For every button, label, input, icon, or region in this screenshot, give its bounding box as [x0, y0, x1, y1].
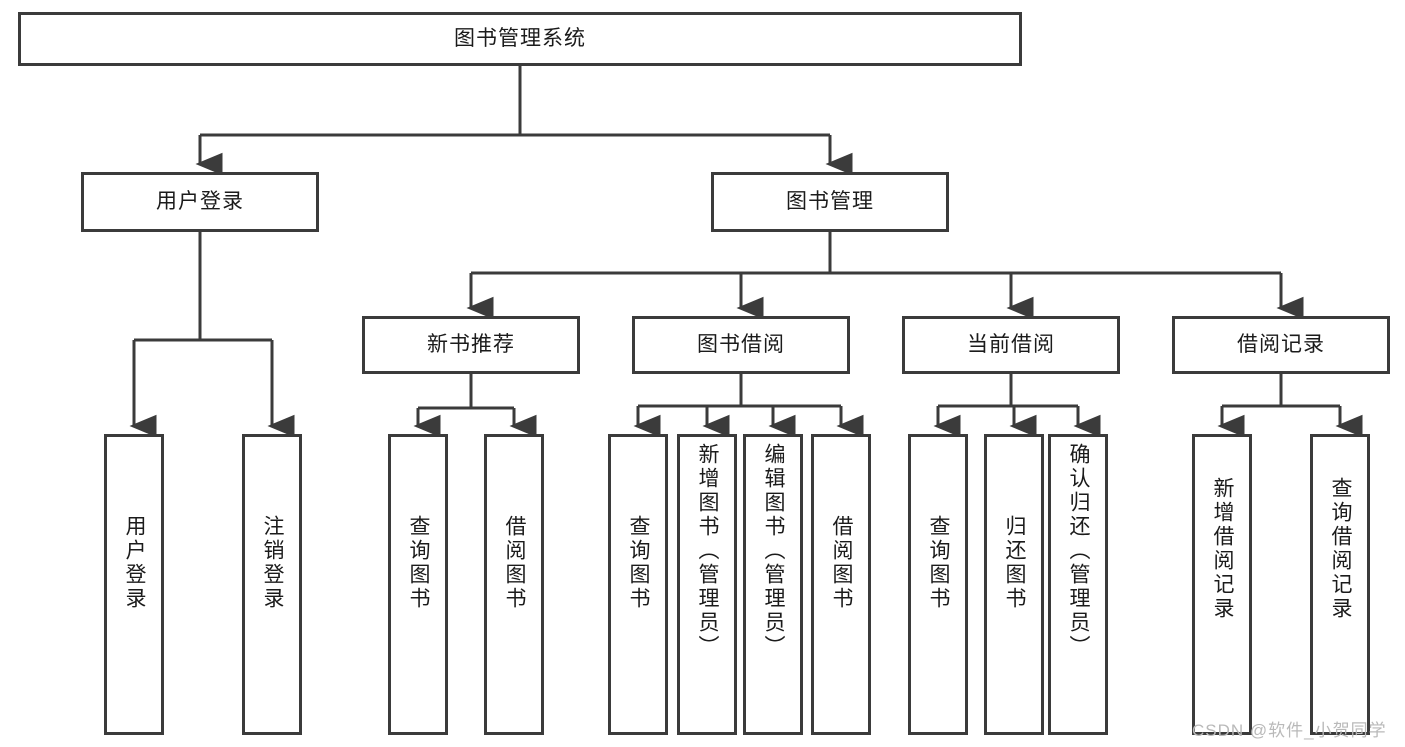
node-borrow-record-label: 借阅记录 — [1237, 332, 1325, 356]
leaf-confirm-return-admin[interactable]: 确认归还（管理员） — [1048, 434, 1108, 735]
node-borrow-record[interactable]: 借阅记录 — [1172, 316, 1390, 374]
node-user-login-label: 用户登录 — [156, 189, 244, 213]
node-book-borrow-label: 图书借阅 — [697, 332, 785, 356]
leaf-add-book-admin-label: 新增图书（管理员） — [696, 443, 720, 659]
leaf-query-book-recommend[interactable]: 查询图书 — [388, 434, 448, 735]
leaf-return-book-label: 归还图书 — [1003, 515, 1027, 611]
leaf-query-book-borrow-label: 查询图书 — [627, 515, 651, 611]
node-new-book-recommend-label: 新书推荐 — [427, 332, 515, 356]
leaf-query-book-current-label: 查询图书 — [927, 515, 951, 611]
node-new-book-recommend[interactable]: 新书推荐 — [362, 316, 580, 374]
leaf-add-book-admin[interactable]: 新增图书（管理员） — [677, 434, 737, 735]
leaf-borrow-book-recommend-label: 借阅图书 — [503, 515, 527, 611]
leaf-borrow-book[interactable]: 借阅图书 — [811, 434, 871, 735]
leaf-user-logout-label: 注销登录 — [261, 515, 285, 611]
node-current-borrow[interactable]: 当前借阅 — [902, 316, 1120, 374]
leaf-query-borrow-record[interactable]: 查询借阅记录 — [1310, 434, 1370, 735]
node-user-login[interactable]: 用户登录 — [81, 172, 319, 232]
leaf-query-borrow-record-label: 查询借阅记录 — [1329, 477, 1353, 621]
leaf-borrow-book-label: 借阅图书 — [830, 515, 854, 611]
leaf-user-login-label: 用户登录 — [123, 515, 147, 611]
node-book-borrow[interactable]: 图书借阅 — [632, 316, 850, 374]
node-book-management-label: 图书管理 — [786, 189, 874, 213]
leaf-query-book-current[interactable]: 查询图书 — [908, 434, 968, 735]
leaf-confirm-return-admin-label: 确认归还（管理员） — [1067, 443, 1091, 659]
leaf-query-book-recommend-label: 查询图书 — [407, 515, 431, 611]
leaf-edit-book-admin-label: 编辑图书（管理员） — [762, 443, 786, 659]
node-root-label: 图书管理系统 — [454, 26, 586, 50]
node-current-borrow-label: 当前借阅 — [967, 332, 1055, 356]
leaf-query-book-borrow[interactable]: 查询图书 — [608, 434, 668, 735]
node-root[interactable]: 图书管理系统 — [18, 12, 1022, 66]
csdn-watermark: CSDN @软件_小贺同学 — [1192, 721, 1387, 740]
leaf-user-login[interactable]: 用户登录 — [104, 434, 164, 735]
leaf-add-borrow-record[interactable]: 新增借阅记录 — [1192, 434, 1252, 735]
node-book-management[interactable]: 图书管理 — [711, 172, 949, 232]
leaf-user-logout[interactable]: 注销登录 — [242, 434, 302, 735]
leaf-add-borrow-record-label: 新增借阅记录 — [1211, 477, 1235, 621]
leaf-return-book[interactable]: 归还图书 — [984, 434, 1044, 735]
leaf-borrow-book-recommend[interactable]: 借阅图书 — [484, 434, 544, 735]
leaf-edit-book-admin[interactable]: 编辑图书（管理员） — [743, 434, 803, 735]
